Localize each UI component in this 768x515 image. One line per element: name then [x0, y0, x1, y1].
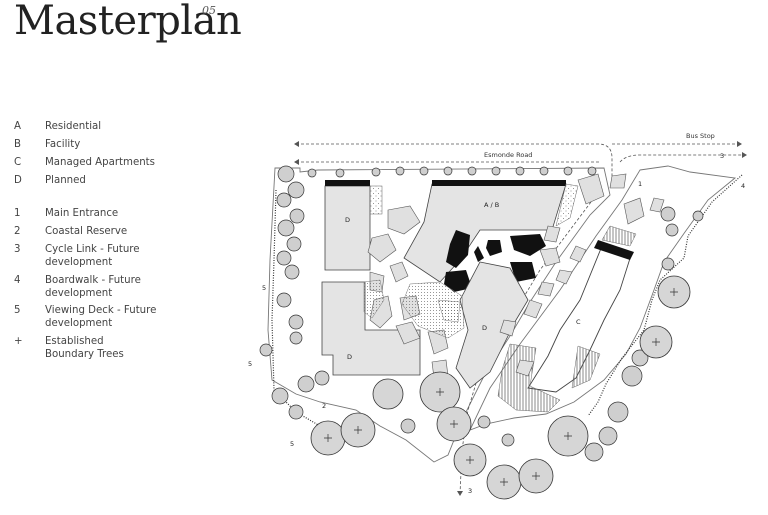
building-c: C — [497, 225, 637, 413]
svg-text:C: C — [576, 318, 581, 326]
marker-1: 1 — [638, 180, 642, 188]
legend-key: B — [14, 139, 21, 150]
svg-text:D: D — [347, 353, 352, 361]
legend-label: Coastal Reserve — [45, 226, 128, 237]
marker-5-north: 5 — [262, 284, 266, 292]
legend-key: A — [14, 121, 21, 132]
marker-5-mid: 5 — [248, 360, 252, 368]
small-trees — [259, 165, 704, 462]
legend-key: D — [14, 175, 22, 186]
page-title: Masterplan — [14, 0, 242, 44]
legend-label: Established Boundary Trees — [45, 336, 124, 360]
road-label: Esmonde Road — [484, 151, 532, 159]
legend-key: 1 — [14, 208, 21, 219]
legend-label: Cycle Link - Future development — [45, 244, 140, 268]
tree-crosses — [324, 288, 678, 486]
legend-key: 3 — [14, 244, 21, 255]
marker-3-north: 3 — [720, 152, 724, 160]
legend-label: Main Entrance — [45, 208, 119, 219]
legend-label: Boardwalk - Future development — [45, 275, 141, 299]
esmonde-road — [296, 143, 745, 176]
legend-key: 5 — [14, 305, 21, 316]
marker-4: 4 — [741, 182, 745, 190]
marker-3-south: 3 — [468, 487, 472, 495]
legend-key: + — [14, 336, 23, 347]
legend-key: C — [14, 157, 22, 168]
legend-label: Viewing Deck - Future development — [45, 305, 157, 329]
page-number: 05 — [202, 4, 216, 17]
svg-text:D: D — [345, 216, 350, 224]
bus-stop-label: Bus Stop — [686, 132, 715, 140]
east-boundary — [469, 165, 737, 431]
cycle-link-path — [587, 174, 743, 417]
legend-label: Facility — [45, 139, 81, 150]
plaza-areas — [363, 279, 465, 339]
svg-text:D: D — [482, 324, 487, 332]
building-d-north: D — [324, 180, 383, 271]
legend-label: Managed Apartments — [45, 157, 155, 168]
marker-5-south: 5 — [290, 440, 294, 448]
building-d-central: D — [455, 261, 529, 389]
cycle-arrowhead — [457, 491, 463, 496]
legend-label: Planned — [45, 175, 86, 186]
landscape-paving — [367, 173, 665, 379]
road-arrowheads — [294, 141, 747, 165]
legend-label: Residential — [45, 121, 102, 132]
legend-key: 2 — [14, 226, 21, 237]
courtyard-blocks — [444, 230, 546, 292]
building-ab: A / B — [403, 180, 579, 283]
marker-2: 2 — [322, 402, 326, 410]
legend-key: 4 — [14, 275, 21, 286]
svg-text:A / B: A / B — [484, 201, 499, 209]
